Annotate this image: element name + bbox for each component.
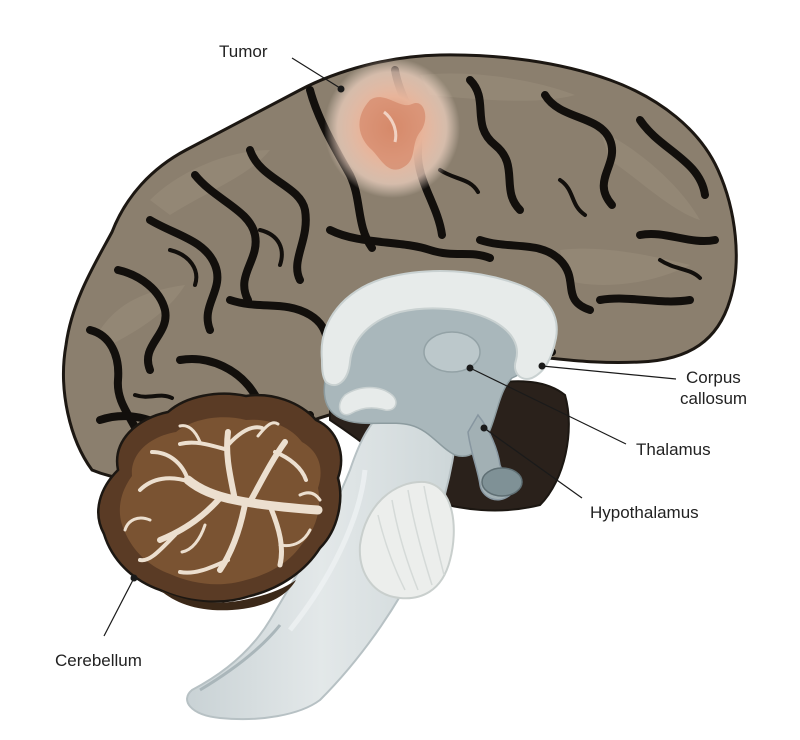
tumor-leader xyxy=(291,57,341,89)
corpus-callosum-pointer-dot xyxy=(538,362,546,370)
corpus-callosum-leader xyxy=(541,365,677,380)
tumor-label: Tumor xyxy=(219,42,268,61)
thalamus-leader xyxy=(469,367,627,445)
hypothalamus-leader xyxy=(483,427,583,499)
cerebrum xyxy=(62,53,738,482)
hypothalamus-label: Hypothalamus xyxy=(590,503,699,522)
corpus-callosum xyxy=(320,269,558,387)
arbor-vitae xyxy=(123,421,323,575)
fornix xyxy=(338,386,397,416)
labels: Tumor Corpus callosum Thalamus Hypothala… xyxy=(55,42,747,670)
leader-lines xyxy=(103,57,677,637)
hypothalamus-pointer-dot xyxy=(480,424,488,432)
corpus-callosum-label-line1: Corpus xyxy=(686,368,741,387)
tumor xyxy=(324,58,460,198)
thalamus-body xyxy=(423,331,481,373)
pons xyxy=(358,480,455,600)
pituitary xyxy=(481,467,523,497)
cerebellum-base xyxy=(160,580,296,611)
cerebellum-pointer-dot xyxy=(130,574,138,582)
thalamus-label: Thalamus xyxy=(636,440,711,459)
corpus-callosum-label-line2: callosum xyxy=(680,389,747,408)
cerebellum-label: Cerebellum xyxy=(55,651,142,670)
diencephalon xyxy=(323,293,539,501)
cerebellum-leader xyxy=(103,577,135,637)
tumor-pointer-dot xyxy=(337,85,345,93)
cerebellum xyxy=(97,392,343,611)
thalamus-pointer-dot xyxy=(466,364,474,372)
